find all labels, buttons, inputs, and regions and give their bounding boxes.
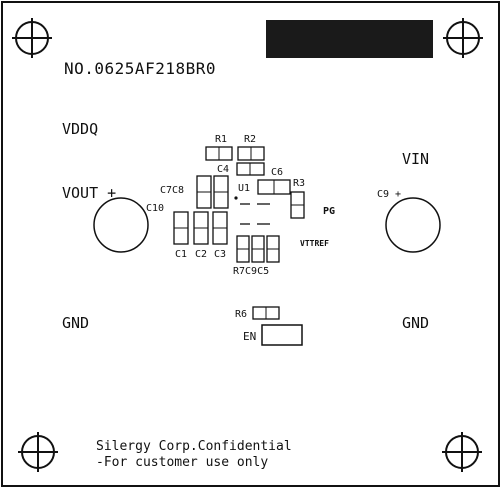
label-r3: R3 bbox=[293, 178, 305, 189]
label-vin: VIN bbox=[402, 150, 429, 168]
fiducial-top-left bbox=[12, 18, 52, 58]
label-c9: C9 + bbox=[377, 189, 401, 200]
label-c10: C10 bbox=[146, 203, 164, 214]
label-r6: R6 bbox=[235, 309, 247, 320]
label-vttref: VTTREF bbox=[300, 239, 329, 248]
capacitor-c10 bbox=[93, 197, 149, 253]
label-c2: C2 bbox=[195, 249, 207, 260]
label-c7c8: C7C8 bbox=[160, 185, 184, 196]
label-gnd-left: GND bbox=[62, 314, 89, 332]
label-r7c9c5: R7C9C5 bbox=[233, 266, 269, 277]
label-u1: U1 bbox=[238, 183, 250, 194]
label-vout: VOUT + bbox=[62, 184, 116, 202]
part-number: NO.0625AF218BR0 bbox=[64, 59, 216, 78]
fiducial-bottom-right bbox=[442, 432, 482, 472]
label-c3: C3 bbox=[214, 249, 226, 260]
label-r2: R2 bbox=[244, 134, 256, 145]
capacitor-c9 bbox=[385, 197, 441, 253]
fiducial-bottom-left bbox=[18, 432, 58, 472]
label-c4: C4 bbox=[217, 164, 229, 175]
label-vddq: VDDQ bbox=[62, 120, 98, 138]
footer-confidential: Silergy Corp.Confidential bbox=[96, 439, 292, 454]
label-en: EN bbox=[243, 330, 256, 343]
footer-customer-use: -For customer use only bbox=[96, 455, 268, 470]
footprint-u1 bbox=[240, 203, 270, 225]
pad-en bbox=[261, 324, 303, 346]
label-c6: C6 bbox=[271, 167, 283, 178]
label-gnd-right: GND bbox=[402, 314, 429, 332]
label-r1: R1 bbox=[215, 134, 227, 145]
fiducial-top-right bbox=[443, 18, 483, 58]
label-block bbox=[266, 20, 433, 58]
u1-pin1-marker bbox=[234, 196, 238, 200]
label-pg: PG bbox=[323, 206, 335, 217]
label-c1: C1 bbox=[175, 249, 187, 260]
